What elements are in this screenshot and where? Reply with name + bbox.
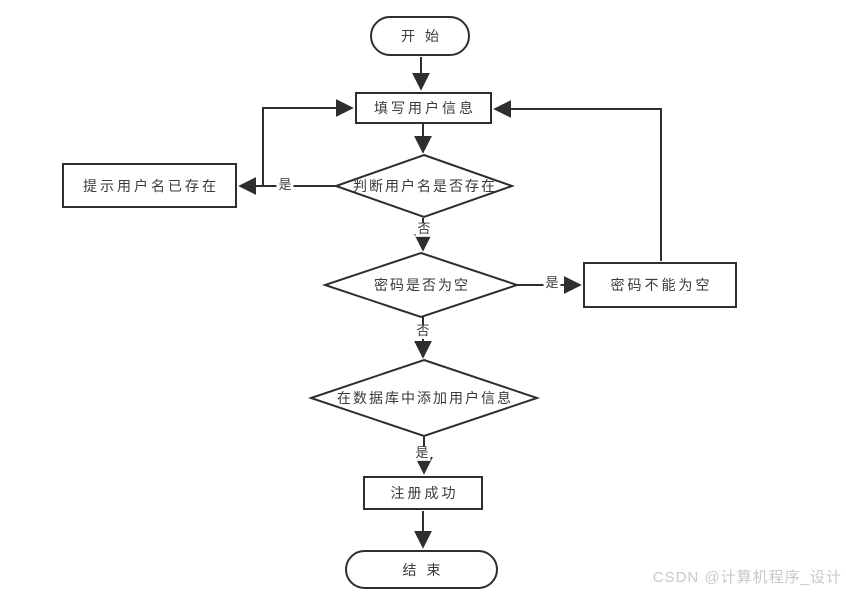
decision-check-password-label: 密码是否为空	[374, 278, 470, 294]
decision-check-username-shape	[332, 153, 516, 219]
edge-label-password-no: 否	[414, 323, 432, 340]
node-register-success: 注册成功	[363, 476, 483, 510]
node-prompt-username-exists: 提示用户名已存在	[62, 163, 237, 208]
edge-label-username-no: 否	[415, 221, 433, 238]
decision-check-password-shape	[321, 251, 521, 319]
node-password-cannot-be-empty: 密码不能为空	[583, 262, 737, 308]
node-fill-user-info: 填写用户信息	[355, 92, 492, 124]
edge-prompt-back-to-fill-user-info	[262, 99, 354, 186]
decision-add-user-shape	[307, 358, 541, 438]
edge-label-password-yes: 是	[543, 275, 561, 292]
node-start: 开始	[370, 16, 470, 56]
decision-add-user-label: 在数据库中添加用户信息	[337, 391, 513, 407]
edge-label-username-yes: 是	[276, 177, 294, 194]
node-end: 结束	[345, 550, 498, 589]
edge-password-empty-back-to-fill-user-info	[493, 100, 662, 261]
decision-check-username-label: 判断用户名是否存在	[353, 179, 497, 195]
csdn-watermark: CSDN @计算机程序_设计	[652, 569, 842, 586]
edge-label-add-user-yes: 是	[413, 445, 431, 462]
